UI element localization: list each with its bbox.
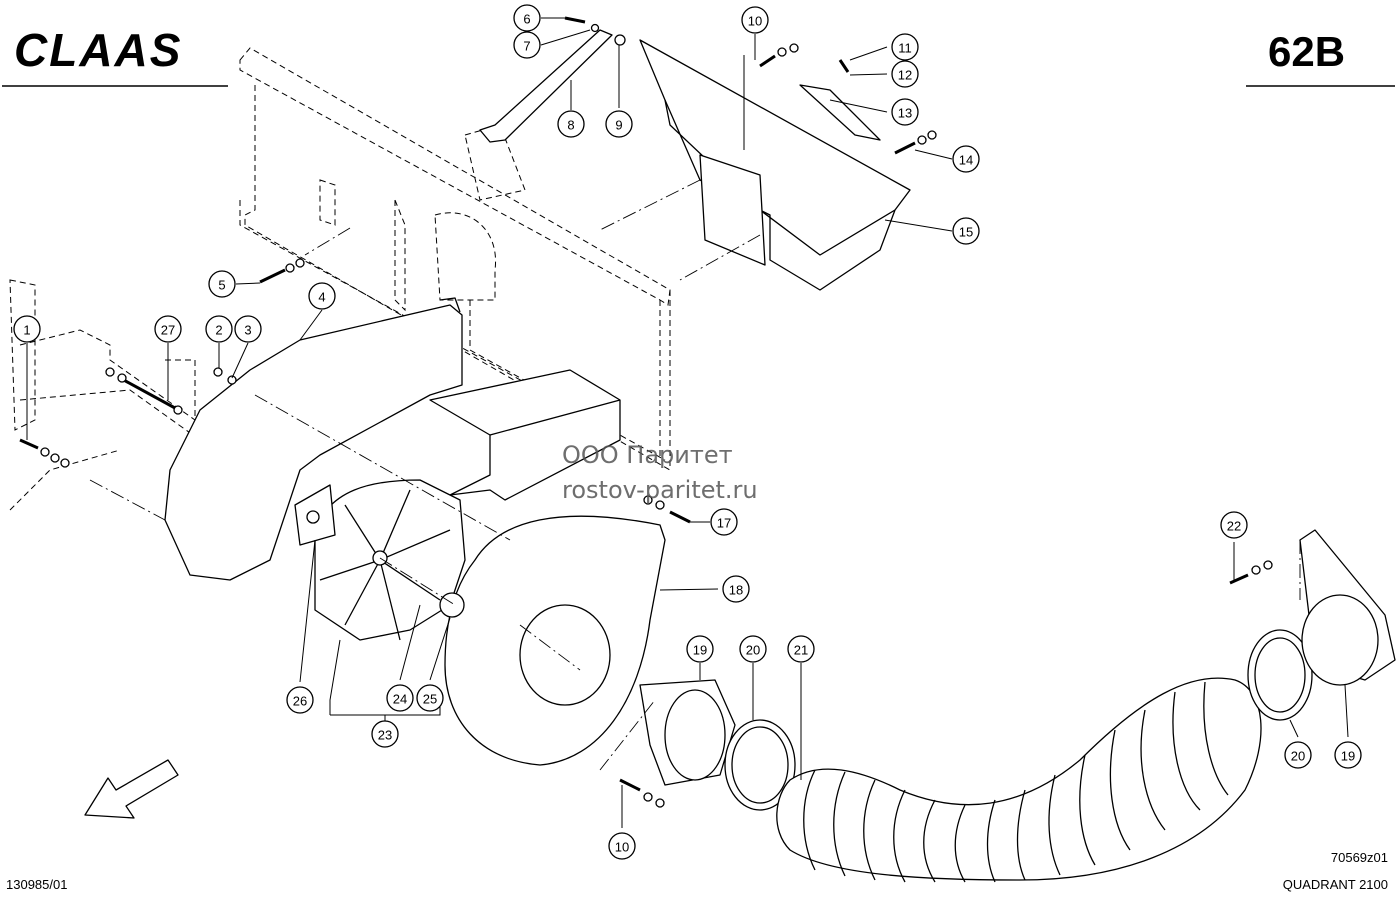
logo-text: CLAAS <box>14 24 182 76</box>
part-13-plate <box>799 84 881 141</box>
callout-20: 20 <box>739 635 767 663</box>
callout-number: 22 <box>1227 519 1241 534</box>
callout-6: 6 <box>513 4 541 32</box>
callout-12: 12 <box>891 60 919 88</box>
callout-10: 10 <box>741 6 769 34</box>
callout-3: 3 <box>234 315 262 343</box>
callout-number: 19 <box>1341 749 1355 764</box>
assembly-lines <box>89 179 1301 771</box>
part-18-fan-housing <box>444 515 666 766</box>
callout-number: 12 <box>898 68 912 83</box>
part-19-adapter-right <box>1299 529 1396 686</box>
model-name: QUADRANT 2100 <box>1283 877 1388 892</box>
part-20-clamp-left <box>724 719 796 811</box>
callout-24: 24 <box>386 684 414 712</box>
callout-number: 26 <box>293 694 307 709</box>
callout-14: 14 <box>952 145 980 173</box>
callout-number: 24 <box>393 692 407 707</box>
callout-number: 8 <box>567 118 574 133</box>
sheet-number-text: 62B <box>1268 28 1345 75</box>
callout-19: 19 <box>1334 741 1362 769</box>
callout-13: 13 <box>891 98 919 126</box>
callout-number: 11 <box>898 41 912 56</box>
callout-number: 27 <box>161 323 175 338</box>
claas-logo: CLAAS <box>2 24 228 87</box>
part-4-side-panel <box>164 297 463 581</box>
callout-number: 19 <box>693 643 707 658</box>
callout-18: 18 <box>722 575 750 603</box>
callout-number: 20 <box>746 643 760 658</box>
callout-number: 4 <box>318 290 325 305</box>
callout-number: 2 <box>215 323 222 338</box>
callout-number: 23 <box>378 728 392 743</box>
callout-15: 15 <box>952 217 980 245</box>
sheet-number: 62B <box>1246 28 1395 87</box>
part-8-strut <box>479 29 613 143</box>
part-27-bolt <box>119 376 183 415</box>
callout-number: 15 <box>959 225 973 240</box>
callout-number: 1 <box>23 323 30 338</box>
callout-number: 9 <box>615 118 622 133</box>
watermark-line-1: ООО Паритет <box>562 441 733 469</box>
callout-22: 22 <box>1220 511 1248 539</box>
callout-number: 5 <box>218 278 225 293</box>
duct-box <box>429 369 621 501</box>
callout-10: 10 <box>608 832 636 860</box>
callout-number: 18 <box>729 583 743 598</box>
callout-number: 6 <box>523 12 530 27</box>
callout-leaders <box>26 17 1349 828</box>
callout-number: 10 <box>748 14 762 29</box>
callout-number: 13 <box>898 106 912 121</box>
callout-number: 14 <box>959 153 973 168</box>
fasteners <box>19 16 1273 808</box>
callout-number: 17 <box>717 516 731 531</box>
chassis-frame <box>9 47 671 511</box>
part-20-clamp-right <box>1247 629 1313 721</box>
direction-arrow-icon <box>84 759 179 819</box>
callout-number: 21 <box>794 643 808 658</box>
callout-number: 10 <box>615 840 629 855</box>
callout-7: 7 <box>513 31 541 59</box>
part-26-flange <box>294 484 336 546</box>
date-code: 130985/01 <box>6 877 67 892</box>
callout-25: 25 <box>416 684 444 712</box>
part-25-bushing <box>439 592 465 618</box>
part-19-adapter-left <box>639 679 736 786</box>
callout-4: 4 <box>308 282 336 310</box>
part-15-trough <box>639 39 911 291</box>
callout-number: 3 <box>244 323 251 338</box>
callout-26: 26 <box>286 686 314 714</box>
callout-5: 5 <box>208 270 236 298</box>
callout-2: 2 <box>205 315 233 343</box>
drawing-number: 70569z01 <box>1331 850 1388 865</box>
callout-number: 7 <box>523 39 530 54</box>
callout-20: 20 <box>1284 741 1312 769</box>
part-21-hose <box>776 677 1262 883</box>
callout-9: 9 <box>605 110 633 138</box>
callout-23: 23 <box>371 720 399 748</box>
callout-17: 17 <box>710 508 738 536</box>
watermark-line-2: rostov-paritet.ru <box>562 476 758 504</box>
callout-number: 25 <box>423 692 437 707</box>
callout-27: 27 <box>154 315 182 343</box>
callout-number: 20 <box>1291 749 1305 764</box>
callout-1: 1 <box>13 315 41 343</box>
callout-8: 8 <box>557 110 585 138</box>
callout-11: 11 <box>891 33 919 61</box>
callout-21: 21 <box>787 635 815 663</box>
part-23-impeller <box>314 479 466 641</box>
callout-19: 19 <box>686 635 714 663</box>
